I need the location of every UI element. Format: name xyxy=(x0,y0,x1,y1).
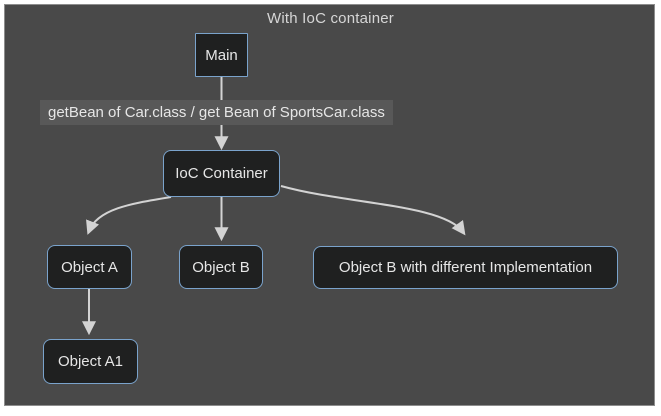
node-object-a[interactable]: Object A xyxy=(47,245,132,289)
node-object-b[interactable]: Object B xyxy=(179,245,263,289)
node-object-b-different-implementation[interactable]: Object B with different Implementation xyxy=(313,246,618,289)
node-object-a1[interactable]: Object A1 xyxy=(43,339,138,384)
edge-label-getbean: getBean of Car.class / get Bean of Sport… xyxy=(40,100,393,125)
node-ioc-container[interactable]: IoC Container xyxy=(163,150,280,197)
diagram-title: With IoC container xyxy=(267,10,394,27)
node-main[interactable]: Main xyxy=(195,33,248,77)
